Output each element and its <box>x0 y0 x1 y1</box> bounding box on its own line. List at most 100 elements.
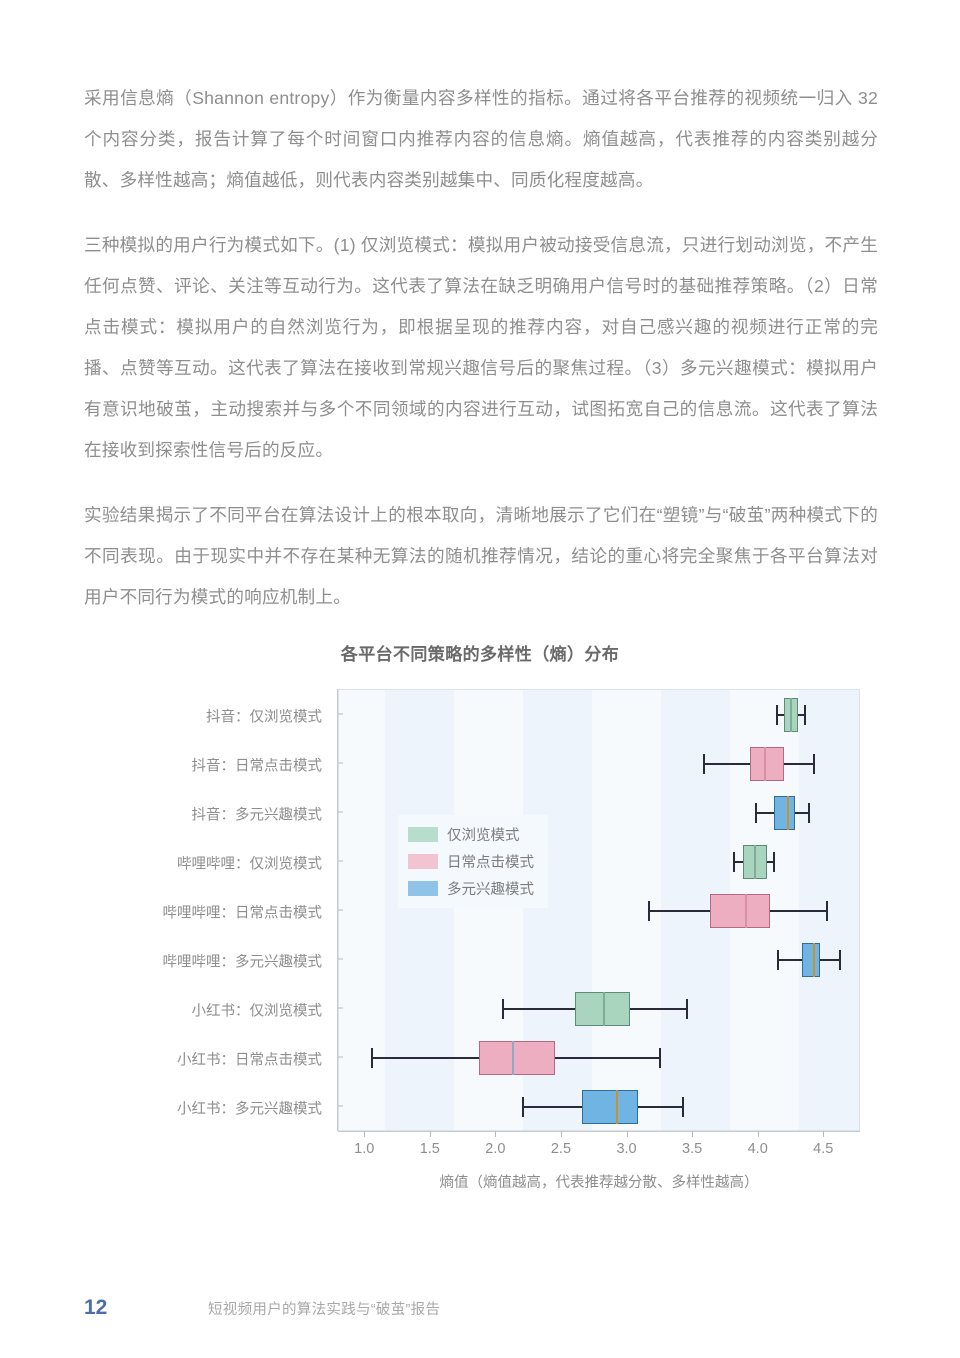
chart-title: 各平台不同策略的多样性（熵）分布 <box>340 645 620 664</box>
y-axis-tick-label: 小红书：多元兴趣模式 <box>177 1101 322 1118</box>
x-axis-tick <box>823 1131 825 1137</box>
whisker-cap <box>521 1097 524 1118</box>
x-axis-tick-label: 4.5 <box>813 1141 834 1157</box>
boxplot-row <box>339 693 859 737</box>
y-axis-tick <box>338 1105 343 1107</box>
boxplot-row <box>339 889 859 933</box>
chart-legend: 仅浏览模式日常点击模式多元兴趣模式 <box>398 815 548 908</box>
plot-band <box>339 690 385 1130</box>
footer-title: 短视频用户的算法实践与“破茧”报告 <box>208 1302 441 1318</box>
whisker-cap <box>681 1097 684 1118</box>
y-axis-tick-label: 哔哩哔哩：多元兴趣模式 <box>162 954 323 971</box>
x-axis-tick <box>560 1131 562 1137</box>
median-line <box>744 894 747 928</box>
y-axis-spine <box>337 689 338 1131</box>
whisker-cap <box>501 999 504 1020</box>
whisker-cap <box>659 1048 662 1069</box>
boxplot-row <box>339 1085 859 1129</box>
paragraph-1: 采用信息熵（Shannon entropy）作为衡量内容多样性的指标。通过将各平… <box>84 88 878 190</box>
boxplot-row <box>339 987 859 1031</box>
y-axis-tick-label: 小红书：日常点击模式 <box>177 1052 322 1069</box>
median-line <box>753 844 756 879</box>
box <box>774 795 796 830</box>
median-line <box>602 992 605 1027</box>
plot-area <box>338 689 860 1131</box>
median-line <box>812 943 815 978</box>
median-line <box>790 697 793 732</box>
paragraph-3: 实验结果揭示了不同平台在算法设计上的根本取向，清晰地展示了它们在“塑镜”与“破茧… <box>84 505 878 607</box>
y-axis-labels: 抖音：仅浏览模式抖音：日常点击模式抖音：多元兴趣模式哔哩哔哩：仅浏览模式哔哩哔哩… <box>44 689 330 1131</box>
chart-block: 各平台不同策略的多样性（熵）分布 抖音：仅浏览模式抖音：日常点击模式抖音：多元兴… <box>0 640 960 1260</box>
y-axis-tick <box>338 1007 343 1009</box>
box <box>749 746 784 781</box>
y-axis-tick-label: 小红书：仅浏览模式 <box>191 1003 323 1020</box>
y-axis-tick-label: 哔哩哔哩：日常点击模式 <box>162 905 323 922</box>
legend-item: 仅浏览模式 <box>408 824 534 845</box>
x-axis-tick-label: 1.0 <box>354 1141 375 1157</box>
legend-swatch <box>408 881 438 896</box>
box <box>801 943 821 978</box>
whisker-cap <box>803 704 806 725</box>
legend-swatch <box>408 854 438 869</box>
y-axis-tick <box>338 958 343 960</box>
y-axis-tick <box>338 909 343 911</box>
whisker-cap <box>755 802 758 823</box>
legend-label: 多元兴趣模式 <box>447 882 534 898</box>
median-line <box>512 1041 515 1076</box>
y-axis-tick <box>338 811 343 813</box>
legend-swatch <box>408 827 438 842</box>
whisker-cap <box>777 950 780 971</box>
box <box>479 1041 556 1076</box>
y-axis-tick <box>338 1056 343 1058</box>
whisker-cap <box>685 999 688 1020</box>
median-line <box>764 746 767 781</box>
whisker-cap <box>807 802 810 823</box>
x-axis-tick <box>692 1131 694 1137</box>
x-axis-tick <box>626 1131 628 1137</box>
y-axis-tick-label: 哔哩哔哩：仅浏览模式 <box>177 856 322 873</box>
box <box>581 1090 639 1125</box>
legend-item: 日常点击模式 <box>408 851 534 872</box>
paragraph-2: 三种模拟的用户行为模式如下。(1) 仅浏览模式：模拟用户被动接受信息流，只进行划… <box>84 235 878 460</box>
boxplot-row <box>339 938 859 982</box>
x-axis-tick-label: 1.5 <box>419 1141 440 1157</box>
x-axis-tick <box>495 1131 497 1137</box>
y-axis-tick-label: 抖音：仅浏览模式 <box>206 709 322 726</box>
body-content: 采用信息熵（Shannon entropy）作为衡量内容多样性的指标。通过将各平… <box>84 78 878 618</box>
boxplot-row <box>339 742 859 786</box>
legend-label: 日常点击模式 <box>447 855 534 871</box>
whisker-cap <box>773 851 776 872</box>
y-axis-tick <box>338 762 343 764</box>
whisker-cap <box>732 851 735 872</box>
y-axis-tick-label: 抖音：多元兴趣模式 <box>191 807 323 824</box>
x-axis-tick-label: 2.0 <box>485 1141 506 1157</box>
x-axis-tick <box>429 1131 431 1137</box>
x-axis-tick <box>757 1131 759 1137</box>
whisker-cap <box>702 753 705 774</box>
boxplot-row <box>339 840 859 884</box>
x-axis-title: 熵值（熵值越高，代表推荐越分散、多样性越高） <box>439 1175 759 1191</box>
whisker-cap <box>776 704 779 725</box>
x-axis-tick-label: 4.0 <box>747 1141 768 1157</box>
y-axis-tick-label: 抖音：日常点击模式 <box>191 758 323 775</box>
legend-item: 多元兴趣模式 <box>408 878 534 899</box>
boxplot-row <box>339 1036 859 1080</box>
page-footer: 12 短视频用户的算法实践与“破茧”报告 <box>84 1296 878 1320</box>
median-line <box>616 1090 619 1125</box>
x-axis-tick-label: 3.0 <box>616 1141 637 1157</box>
x-axis-tick <box>364 1131 366 1137</box>
y-axis-tick <box>338 713 343 715</box>
whisker-cap <box>825 901 828 921</box>
box <box>710 894 771 928</box>
y-axis-tick <box>338 860 343 862</box>
whisker-cap <box>370 1048 373 1069</box>
box <box>575 992 631 1027</box>
boxplot-chart: 抖音：仅浏览模式抖音：日常点击模式抖音：多元兴趣模式哔哩哔哩：仅浏览模式哔哩哔哩… <box>44 687 916 1207</box>
x-axis-tick-label: 2.5 <box>550 1141 572 1157</box>
page-number: 12 <box>84 1296 108 1319</box>
x-axis-tick-label: 3.5 <box>682 1141 703 1157</box>
median-line <box>786 795 789 830</box>
legend-label: 仅浏览模式 <box>447 828 520 844</box>
x-axis-spine <box>338 1131 860 1132</box>
